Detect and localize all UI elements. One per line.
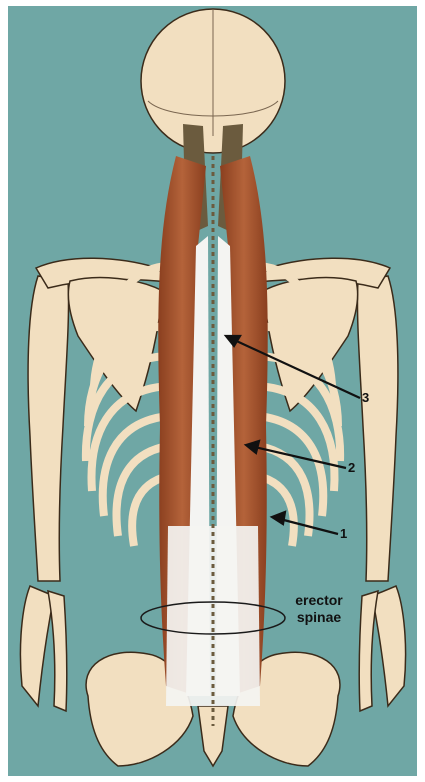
erector-spinae-label: erector spinae bbox=[284, 592, 354, 626]
skull bbox=[141, 9, 285, 153]
illustration-frame: 3 2 1 erector spinae bbox=[8, 6, 417, 776]
label-number-2: 2 bbox=[348, 460, 355, 475]
erector-spinae-label-line1: erector bbox=[284, 592, 354, 609]
label-number-1: 1 bbox=[340, 526, 347, 541]
erector-spinae-label-line2: spinae bbox=[284, 609, 354, 626]
label-number-3: 3 bbox=[362, 390, 369, 405]
skeleton-back-view bbox=[8, 6, 417, 776]
